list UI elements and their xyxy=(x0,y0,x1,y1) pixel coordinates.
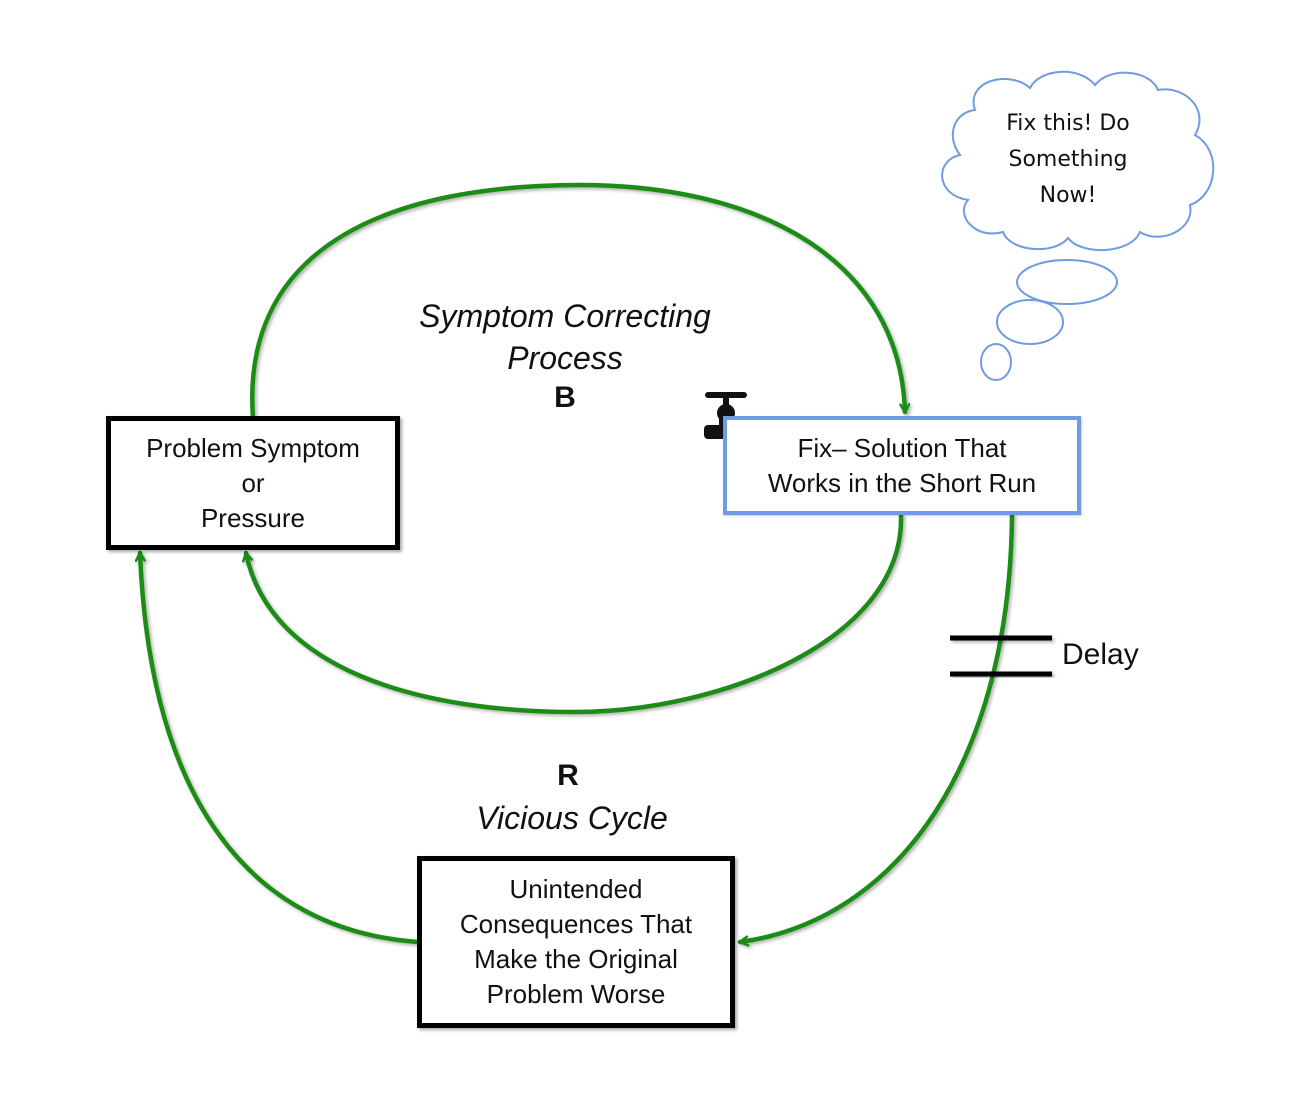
cloud-shape xyxy=(941,70,1215,251)
node-fix-solution: Fix– Solution That Works in the Short Ru… xyxy=(723,416,1081,515)
thought-dot-large xyxy=(1016,259,1118,305)
delay-label: Delay xyxy=(1062,638,1139,671)
thought-dot-medium xyxy=(996,299,1064,345)
balancing-loop-letter: B xyxy=(554,381,576,414)
node-unintended-consequences-label: Unintended Consequences That Make the Or… xyxy=(459,874,693,1009)
balancing-loop-name: Symptom Correcting Process xyxy=(419,298,711,376)
thought-bubble xyxy=(941,70,1215,381)
thought-bubble-text: Fix this! Do Something Now! xyxy=(1006,111,1130,208)
arrow-fix-to-problem xyxy=(246,512,904,715)
reinforcing-loop-name: Vicious Cycle xyxy=(476,800,668,836)
arrow-fix-to-consequences xyxy=(737,512,1015,942)
node-unintended-consequences: Unintended Consequences That Make the Or… xyxy=(417,856,735,1028)
arrow-consequences-to-problem xyxy=(140,550,421,945)
reinforcing-loop-letter: R xyxy=(557,759,579,792)
delay-marker xyxy=(950,635,1052,677)
thought-dot-small xyxy=(980,343,1012,381)
node-problem-symptom: Problem Symptom or Pressure xyxy=(106,416,400,550)
node-problem-symptom-label: Problem Symptom or Pressure xyxy=(146,432,360,533)
node-fix-solution-label: Fix– Solution That Works in the Short Ru… xyxy=(767,432,1037,498)
arrow-problem-to-fix xyxy=(250,182,905,421)
